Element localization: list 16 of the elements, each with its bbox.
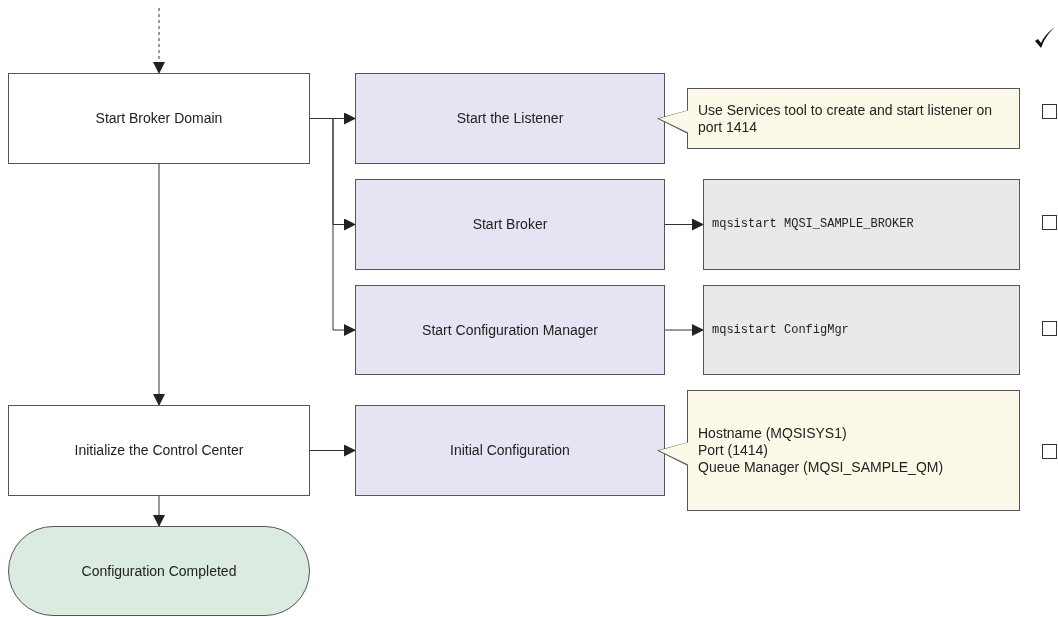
command-box: mqsistart MQSI_SAMPLE_BROKER [703,179,1020,270]
arrow [664,218,704,231]
arrow [664,324,704,336]
task-box: Start the Listener [355,73,665,164]
process-box: Start Broker Domain [8,73,310,164]
task-box: Initial Configuration [355,405,665,496]
task-box: Start Broker [355,179,665,270]
task-box: Start Configuration Manager [355,285,665,375]
arrow [153,7,165,74]
process-box: Initialize the Control Center [8,405,310,496]
terminal-box: Configuration Completed [8,526,310,616]
arrow [153,495,165,527]
arrow [153,163,165,406]
arrow [309,444,356,457]
arrow [309,118,356,336]
command-box: mqsistart ConfigMgr [703,285,1020,375]
